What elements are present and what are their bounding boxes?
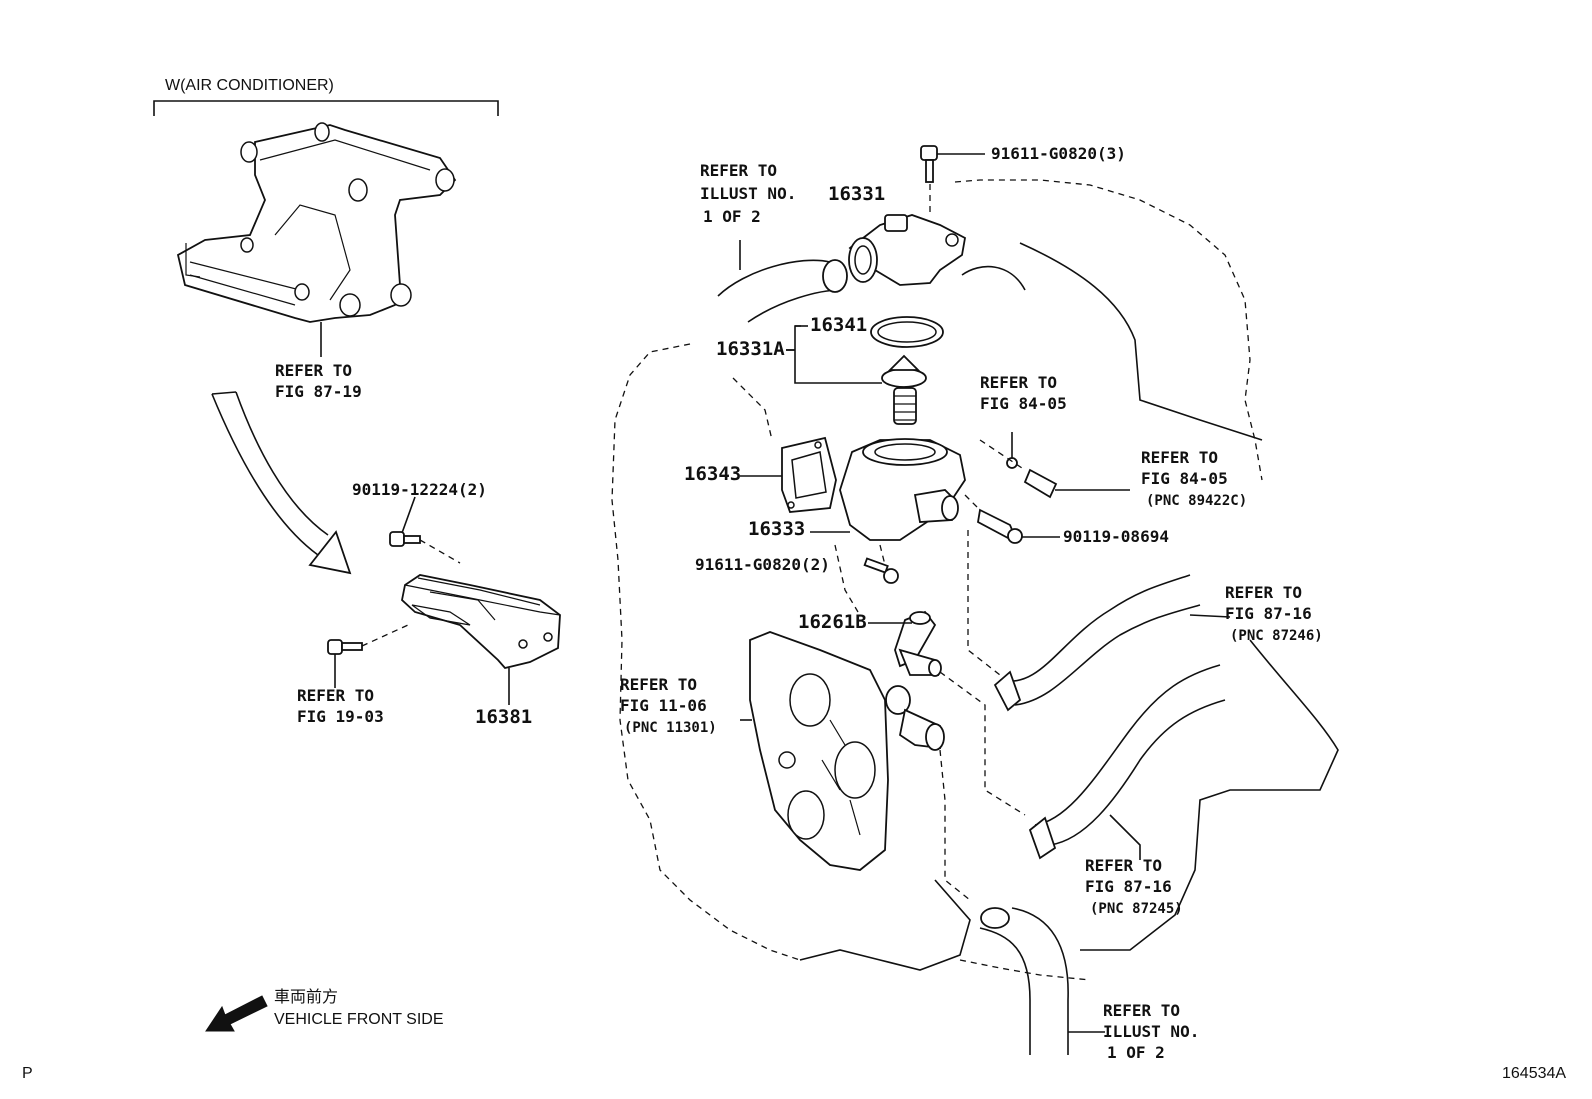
footer-left-code: P <box>22 1065 33 1082</box>
illust-bot-no-label: ILLUST NO. <box>1103 1022 1200 1041</box>
fig-84-05-right-fig-label: FIG 84-05 <box>1141 469 1228 488</box>
fig-19-03-refer-label: REFER TO <box>297 686 375 705</box>
vehicle-front-en-label: VEHICLE FRONT SIDE <box>274 1011 444 1028</box>
part-number-16341: 16341 <box>810 314 868 336</box>
illust-bot-page-label: 1 OF 2 <box>1107 1043 1165 1062</box>
part-number-16343: 16343 <box>684 463 742 485</box>
part-number-16261b: 16261B <box>798 611 867 633</box>
fig-87-16-top-pnc-label: (PNC 87246) <box>1230 628 1323 644</box>
pipe-16261b-illustration <box>868 610 1026 816</box>
engine-outline-dashed <box>611 343 801 961</box>
fig-84-05-right-pnc-label: (PNC 89422C) <box>1146 493 1248 509</box>
vehicle-front-arrow <box>205 995 268 1032</box>
assembly-direction-arrow <box>211 391 352 575</box>
fig-87-16-top-fig-label: FIG 87-16 <box>1225 604 1312 623</box>
part-number-91611-g0820-3: 91611-G0820(3) <box>991 144 1126 163</box>
fig-11-06-refer-label: REFER TO <box>620 675 698 694</box>
bolt-fig-19-03-illustration <box>327 624 409 688</box>
fig-19-03-fig-label: FIG 19-03 <box>297 707 384 726</box>
engine-block-outline <box>1019 242 1263 441</box>
fig-84-05-top-fig-label: FIG 84-05 <box>980 394 1067 413</box>
vehicle-front-jp-label: 車両前方 <box>274 989 339 1006</box>
bolt-90119-12224-illustration <box>389 496 461 564</box>
figure-id: 164534A <box>1502 1065 1567 1082</box>
bracket-fig-label: FIG 87-19 <box>275 382 362 401</box>
fig-11-06-pnc-label: (PNC 11301) <box>624 720 717 736</box>
water-outlet-16331-illustration <box>848 162 967 286</box>
gasket-16341-illustration <box>870 316 944 348</box>
fig-84-05-top-refer-label: REFER TO <box>980 373 1058 392</box>
variant-bracket-line <box>153 100 499 116</box>
water-pump-illustration <box>749 631 971 901</box>
part-number-16333: 16333 <box>748 518 806 540</box>
thermostat-16331a-illustration <box>786 325 927 425</box>
fig-84-05-right-refer-label: REFER TO <box>1141 448 1219 467</box>
water-inlet-16333-illustration <box>810 438 966 541</box>
bracket-16381-illustration <box>401 574 561 705</box>
upper-hose-illustration <box>717 240 848 323</box>
variant-label: W(AIR CONDITIONER) <box>165 77 334 94</box>
illust-top-no-label: ILLUST NO. <box>700 184 797 203</box>
illust-top-refer-label: REFER TO <box>700 161 778 180</box>
part-number-16331a: 16331A <box>716 338 785 360</box>
part-number-90119-12224: 90119-12224(2) <box>352 480 487 499</box>
lower-hose-illustration <box>979 907 1105 1055</box>
gasket-16343-illustration <box>740 436 837 513</box>
fig-87-16-bot-refer-label: REFER TO <box>1085 856 1163 875</box>
part-number-90119-08694: 90119-08694 <box>1063 527 1169 546</box>
fig-87-16-bot-fig-label: FIG 87-16 <box>1085 877 1172 896</box>
compressor-bracket-illustration <box>176 122 457 357</box>
bracket-refer-label: REFER TO <box>275 361 353 380</box>
part-number-91611-g0820-2: 91611-G0820(2) <box>695 555 830 574</box>
fig-87-16-top-refer-label: REFER TO <box>1225 583 1303 602</box>
temperature-sensor-illustration <box>979 432 1130 499</box>
engine-outline-right-dashed <box>954 179 1263 481</box>
illust-top-page-label: 1 OF 2 <box>703 207 761 226</box>
fig-11-06-fig-label: FIG 11-06 <box>620 696 707 715</box>
hose-87246-illustration <box>993 574 1231 712</box>
bolt-90119-08694-illustration <box>964 494 1060 544</box>
bolt-91611-g0820-2-illustration <box>863 544 899 584</box>
part-number-16381: 16381 <box>475 706 533 728</box>
bolt-91611-g0820-3-illustration <box>920 145 985 183</box>
fig-87-16-bot-pnc-label: (PNC 87245) <box>1090 901 1183 917</box>
part-number-16331: 16331 <box>828 183 886 205</box>
hose-87245-illustration <box>1028 664 1226 860</box>
illust-bot-refer-label: REFER TO <box>1103 1001 1181 1020</box>
